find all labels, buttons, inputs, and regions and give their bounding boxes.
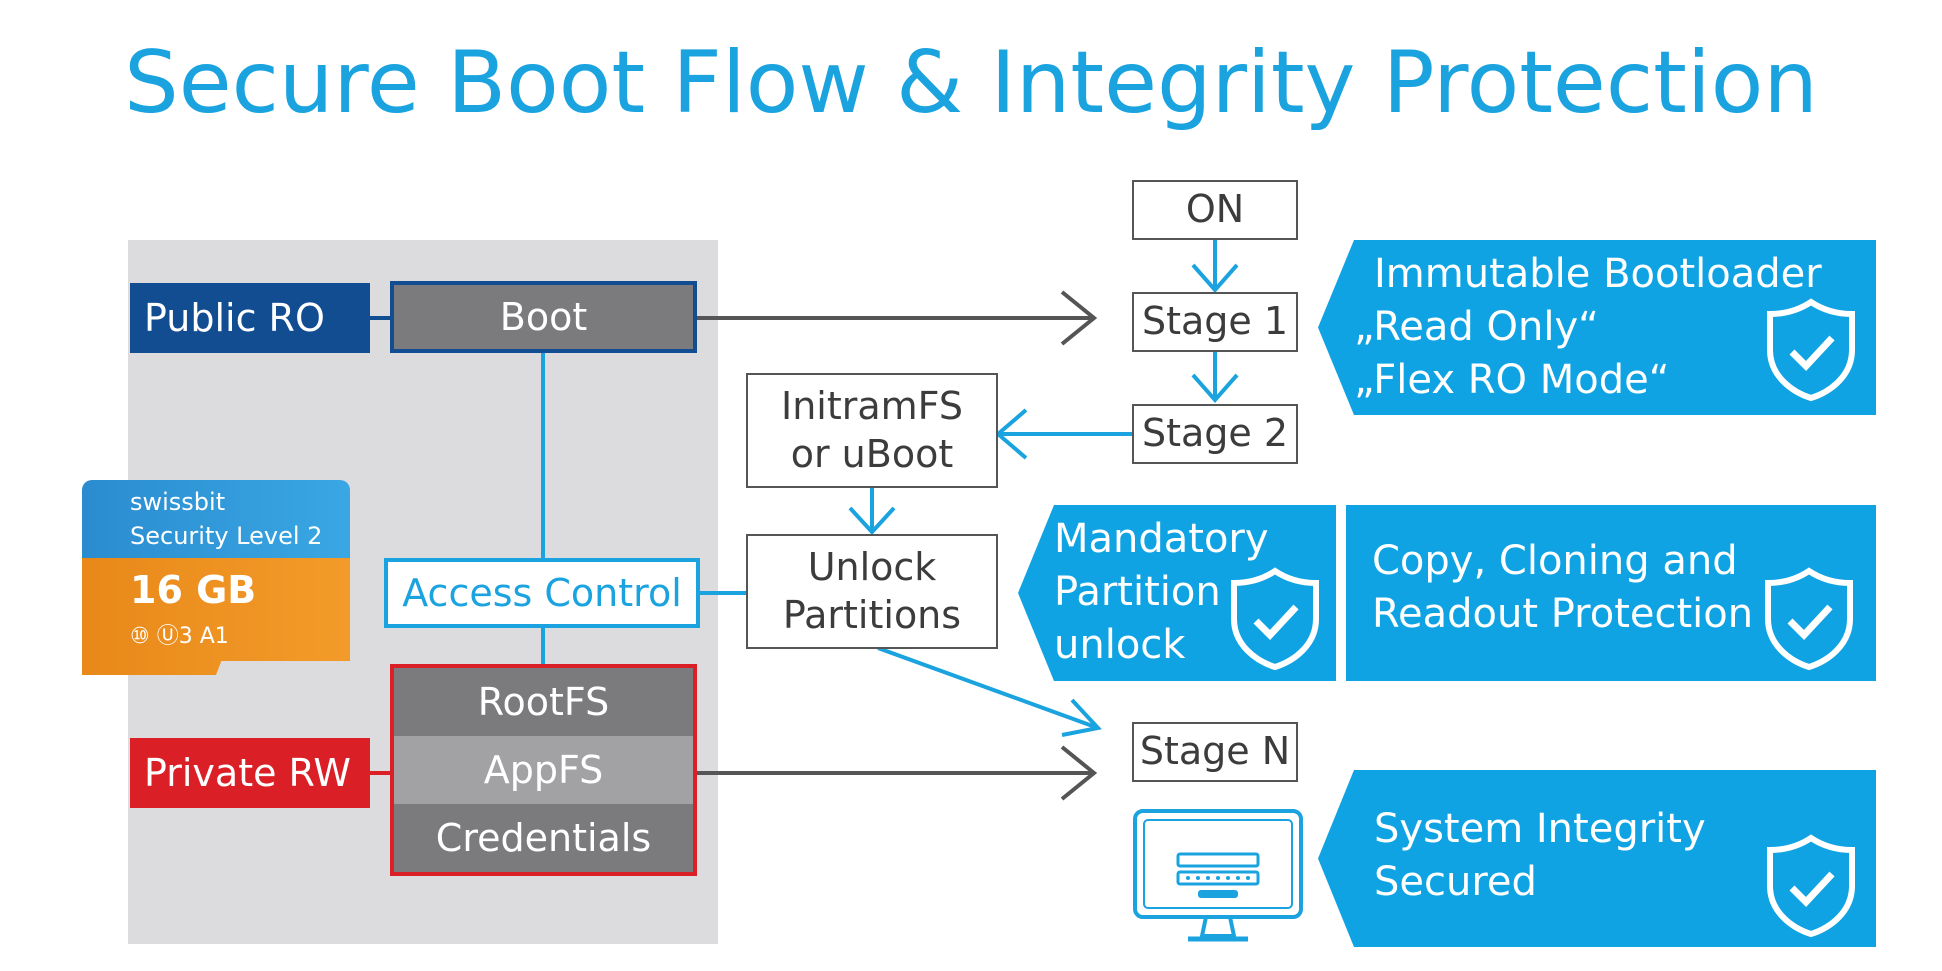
flow-on: ON bbox=[1132, 180, 1298, 240]
initramfs-line-2: or uBoot bbox=[790, 431, 954, 476]
flow-stage-n: Stage N bbox=[1132, 722, 1298, 782]
card-brand: swissbit bbox=[130, 488, 226, 516]
monitor-icon bbox=[1133, 809, 1303, 942]
shield-check-icon bbox=[1231, 567, 1319, 671]
boot-partition: Boot bbox=[390, 281, 697, 353]
unlock-line-1: Unlock bbox=[807, 545, 937, 589]
shield-check-icon bbox=[1767, 298, 1855, 402]
access-control-box: Access Control bbox=[384, 558, 700, 628]
card-security-level: Security Level 2 bbox=[130, 522, 323, 550]
callout-mandatory-unlock: Mandatory Partition unlock bbox=[1018, 505, 1336, 681]
initramfs-line-1: InitramFS bbox=[781, 384, 963, 428]
microsd-card-image: swissbit Security Level 2 16 GB ⑩ Ⓤ3 A1 bbox=[82, 480, 350, 675]
flow-stage-2: Stage 2 bbox=[1132, 404, 1298, 464]
credentials-partition: Credentials bbox=[394, 804, 693, 872]
shield-check-icon bbox=[1765, 567, 1853, 671]
callout-immutable-bootloader: Immutable Bootloader „Read Only“ „Flex R… bbox=[1318, 240, 1876, 415]
shield-check-icon bbox=[1767, 834, 1855, 938]
bootloader-line-1: Immutable Bootloader bbox=[1374, 251, 1822, 297]
mandatory-line-1: Mandatory bbox=[1054, 516, 1269, 562]
appfs-partition: AppFS bbox=[394, 736, 693, 804]
bootloader-line-2: „Read Only“ bbox=[1354, 304, 1599, 350]
card-label-band bbox=[82, 480, 350, 558]
flow-unlock-partitions: Unlock Partitions bbox=[746, 534, 998, 649]
card-body bbox=[82, 558, 350, 675]
bootloader-line-3: „Flex RO Mode“ bbox=[1354, 357, 1670, 403]
card-marks: ⑩ Ⓤ3 A1 bbox=[130, 624, 229, 649]
integrity-line-1: System Integrity bbox=[1374, 806, 1706, 852]
copy-line-1: Copy, Cloning and bbox=[1372, 538, 1738, 584]
card-capacity: 16 GB bbox=[130, 568, 257, 612]
integrity-line-2: Secured bbox=[1374, 859, 1537, 905]
public-ro-tag: Public RO bbox=[130, 283, 370, 353]
rootfs-partition: RootFS bbox=[394, 668, 693, 736]
private-rw-tag: Private RW bbox=[130, 738, 370, 808]
callout-copy-protection: Copy, Cloning and Readout Protection bbox=[1346, 505, 1876, 681]
flow-initramfs: InitramFS or uBoot bbox=[746, 373, 998, 488]
copy-line-2: Readout Protection bbox=[1372, 591, 1754, 637]
flow-stage-1: Stage 1 bbox=[1132, 292, 1298, 352]
private-partition-stack: RootFS AppFS Credentials bbox=[390, 664, 697, 876]
mandatory-line-2: Partition bbox=[1054, 569, 1221, 615]
mandatory-line-3: unlock bbox=[1054, 622, 1186, 668]
page-title: Secure Boot Flow & Integrity Protection bbox=[124, 33, 1818, 133]
callout-system-integrity: System Integrity Secured bbox=[1318, 770, 1876, 947]
unlock-line-2: Partitions bbox=[782, 592, 962, 637]
